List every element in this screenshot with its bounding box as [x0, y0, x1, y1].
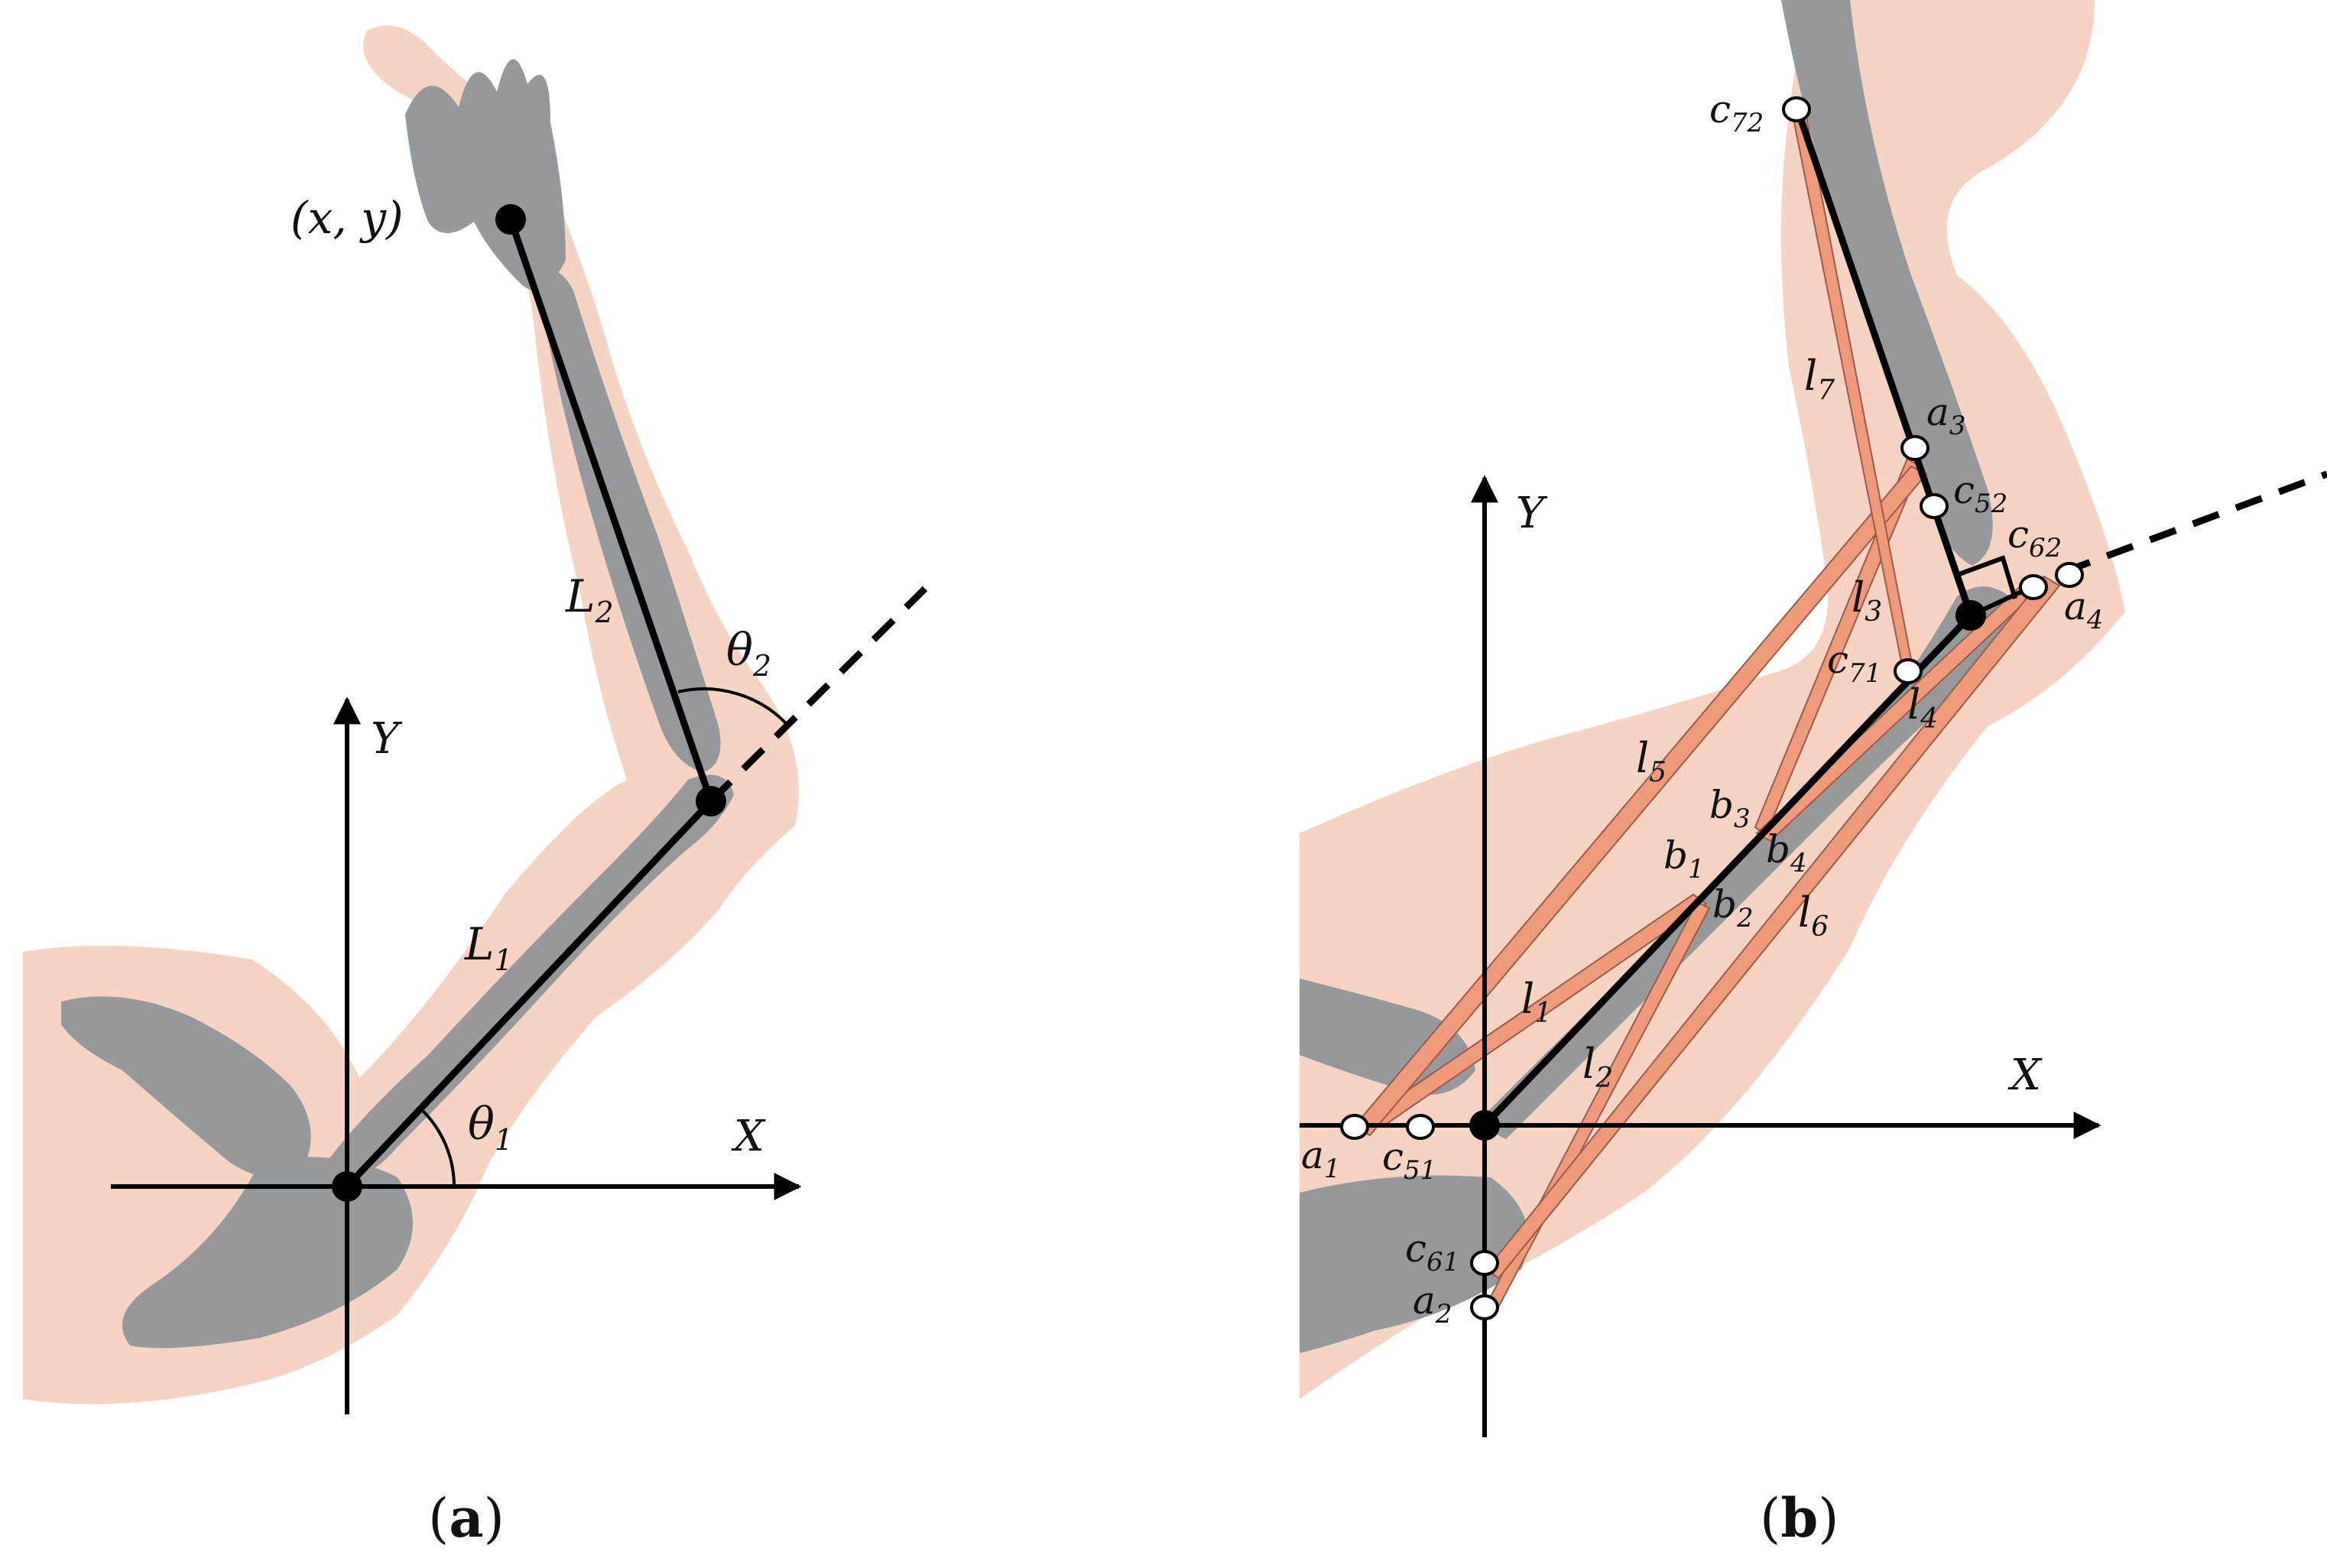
- label-c61: c61: [1405, 1226, 1459, 1277]
- y-axis-label-b: Y: [1516, 489, 1548, 538]
- label-b3: b3: [1709, 783, 1751, 834]
- shoulder-joint-b: [1469, 1110, 1500, 1141]
- label-c51: c51: [1382, 1135, 1436, 1186]
- label-c62: c62: [2007, 512, 2062, 563]
- label-l3: l3: [1852, 573, 1882, 628]
- end-effector-label: (x, y): [290, 192, 404, 244]
- end-effector-point: [495, 204, 526, 235]
- point-c61: [1470, 1250, 1499, 1276]
- point-a3: [1900, 435, 1929, 461]
- dashed-extension-b: [2062, 470, 2327, 576]
- dashed-extension-a: [708, 586, 928, 804]
- humerus-bone-a: [321, 774, 734, 1177]
- elbow-joint-b: [1955, 600, 1986, 631]
- label-a4: a4: [2064, 584, 2103, 635]
- angle-arc-theta1: [419, 1107, 456, 1187]
- x-axis-label-b: X: [2007, 1050, 2043, 1100]
- scapula-bone-a: [61, 996, 311, 1177]
- elbow-joint-a: [696, 786, 726, 816]
- x-axis-label-a: X: [731, 1112, 766, 1161]
- torso-bone-b: [1300, 1175, 1528, 1353]
- attachment-points-b: [1340, 96, 2084, 1320]
- label-b4: b4: [1766, 827, 1807, 878]
- label-c72: c72: [1709, 87, 1764, 138]
- label-b1: b1: [1663, 833, 1705, 885]
- angle-arc-theta2: [677, 687, 789, 726]
- point-a2: [1470, 1294, 1499, 1320]
- y-axis-label-a: Y: [371, 714, 403, 764]
- label-a2: a2: [1413, 1278, 1452, 1329]
- caption-a: (a): [428, 1486, 505, 1550]
- label-l7: l7: [1804, 352, 1835, 406]
- torso-bone-a: [122, 1157, 413, 1349]
- label-b2: b2: [1712, 882, 1754, 933]
- label-c52: c52: [1953, 468, 2007, 519]
- point-c51: [1406, 1114, 1435, 1140]
- link-l1-label: L1: [464, 918, 513, 977]
- label-l5: l5: [1636, 734, 1667, 788]
- panel-b: Y X a1 c51 c61 a2 a3 c52 c62 a4 c71 c72 …: [1300, 0, 2327, 1550]
- label-a3: a3: [1926, 390, 1965, 441]
- point-a4: [2055, 562, 2084, 588]
- label-l4: l4: [1907, 680, 1938, 735]
- point-c71: [1894, 658, 1923, 684]
- link-l1-a: [344, 798, 714, 1190]
- point-c62: [2019, 574, 2048, 600]
- right-angle-marker-b: [1955, 555, 2017, 599]
- link-l2-label: L2: [565, 570, 614, 629]
- panel-a: (x, y) Y X L1 L2 θ1 θ2 (a): [23, 25, 928, 1550]
- link-upper-arm-b: [1482, 612, 1974, 1128]
- label-c71: c71: [1827, 638, 1881, 689]
- hand-bones-a: [405, 59, 566, 291]
- point-a1: [1340, 1114, 1369, 1140]
- point-c52: [1920, 493, 1949, 519]
- forearm-bones-b: [1781, 0, 1993, 566]
- scapula-bone-b: [1300, 979, 1475, 1095]
- label-l1: l1: [1521, 975, 1552, 1029]
- angle-theta1-label: θ1: [468, 1098, 513, 1157]
- point-c72: [1782, 96, 1811, 122]
- muscles-b: [1352, 112, 2061, 1309]
- link-forearm-b: [1794, 109, 1975, 617]
- muscle-l6: [1485, 575, 2061, 1280]
- label-a1: a1: [1301, 1133, 1340, 1184]
- link-l2-a: [507, 218, 715, 803]
- label-l6: l6: [1798, 888, 1829, 943]
- caption-b: (b): [1760, 1486, 1839, 1550]
- label-l2: l2: [1582, 1040, 1613, 1094]
- forearm-bones-a: [535, 270, 721, 772]
- shoulder-joint-a: [332, 1171, 362, 1202]
- angle-theta2-label: θ2: [726, 624, 771, 683]
